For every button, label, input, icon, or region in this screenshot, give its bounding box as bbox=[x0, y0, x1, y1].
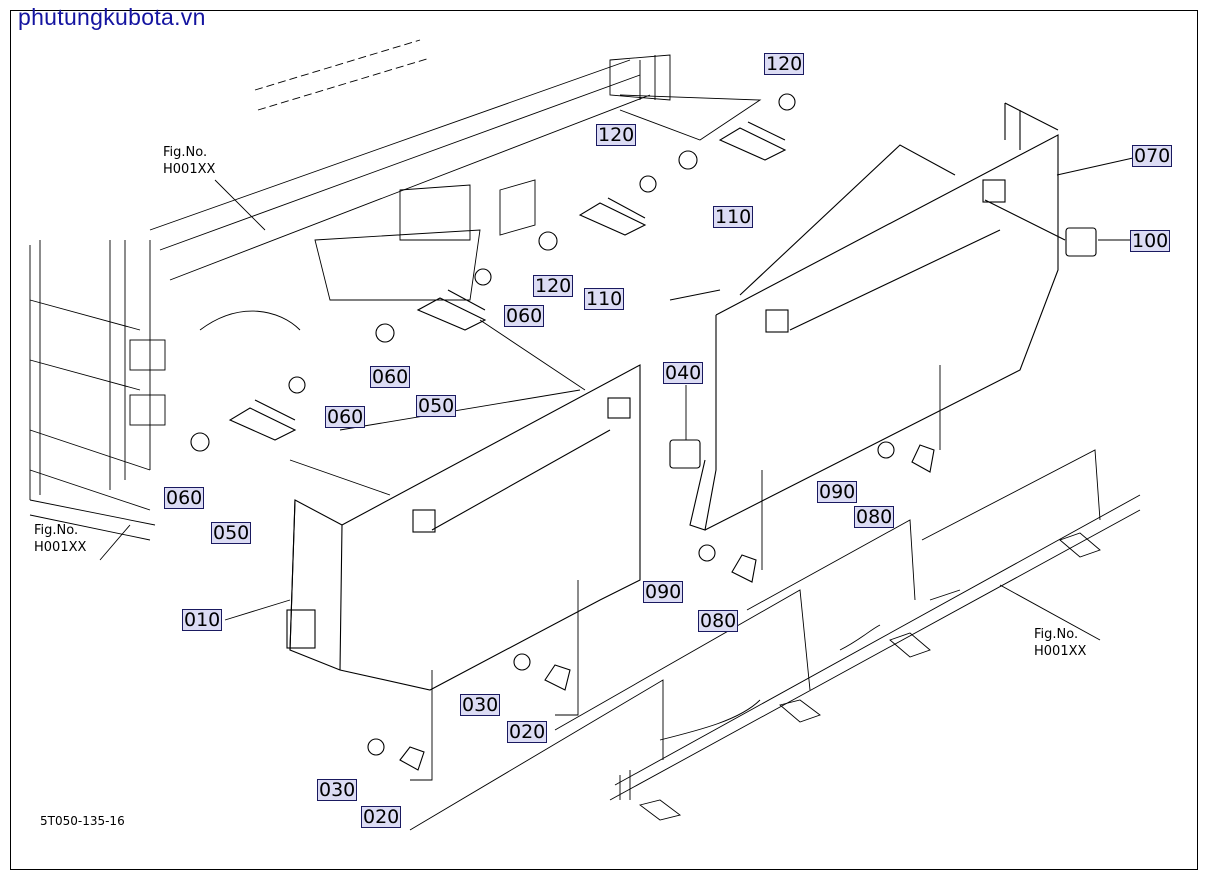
callout-110[interactable]: 110 bbox=[584, 288, 625, 310]
lower-rail-sketch bbox=[609, 494, 1141, 821]
figure-ref-label: Fig.No. bbox=[163, 145, 208, 160]
drawing-frame bbox=[10, 10, 1198, 870]
figure-ref-number: H001XX bbox=[34, 540, 87, 555]
machine-frame-sketch bbox=[29, 39, 651, 541]
callout-120[interactable]: 120 bbox=[533, 275, 574, 297]
upper-right-bracket-sketch bbox=[609, 54, 762, 141]
callout-090[interactable]: 090 bbox=[643, 581, 684, 603]
fasteners bbox=[190, 93, 1097, 756]
figure-ref-number: H001XX bbox=[163, 162, 216, 177]
bracket-parts bbox=[228, 121, 935, 771]
figure-ref-number: H001XX bbox=[1034, 644, 1087, 659]
callout-060[interactable]: 060 bbox=[325, 406, 366, 428]
callout-050[interactable]: 050 bbox=[416, 395, 457, 417]
figure-ref-top-left: Fig.No. H001XX bbox=[163, 144, 215, 178]
callout-120[interactable]: 120 bbox=[764, 53, 805, 75]
callout-100[interactable]: 100 bbox=[1130, 230, 1171, 252]
callout-010[interactable]: 010 bbox=[182, 609, 223, 631]
cover-010 bbox=[286, 364, 641, 691]
watermark-text: phutungkubota.vn bbox=[18, 4, 206, 30]
callout-110[interactable]: 110 bbox=[713, 206, 754, 228]
callout-040[interactable]: 040 bbox=[663, 362, 704, 384]
callout-060[interactable]: 060 bbox=[164, 487, 205, 509]
drawing-number: 5T050-135-16 bbox=[40, 814, 125, 828]
callout-030[interactable]: 030 bbox=[317, 779, 358, 801]
callout-120[interactable]: 120 bbox=[596, 124, 637, 146]
leader-lines bbox=[99, 157, 1134, 831]
figure-ref-label: Fig.No. bbox=[1034, 627, 1079, 642]
callout-030[interactable]: 030 bbox=[460, 694, 501, 716]
figure-ref-label: Fig.No. bbox=[34, 523, 79, 538]
callout-080[interactable]: 080 bbox=[854, 506, 895, 528]
figure-ref-bottom-right: Fig.No. H001XX bbox=[1034, 626, 1086, 660]
callout-060[interactable]: 060 bbox=[370, 366, 411, 388]
callout-050[interactable]: 050 bbox=[211, 522, 252, 544]
callout-020[interactable]: 020 bbox=[361, 806, 402, 828]
callout-020[interactable]: 020 bbox=[507, 721, 548, 743]
callout-070[interactable]: 070 bbox=[1132, 145, 1173, 167]
callout-060[interactable]: 060 bbox=[504, 305, 545, 327]
callout-090[interactable]: 090 bbox=[817, 481, 858, 503]
cover-070 bbox=[689, 102, 1066, 531]
figure-ref-bottom-left: Fig.No. H001XX bbox=[34, 522, 86, 556]
callout-080[interactable]: 080 bbox=[698, 610, 739, 632]
